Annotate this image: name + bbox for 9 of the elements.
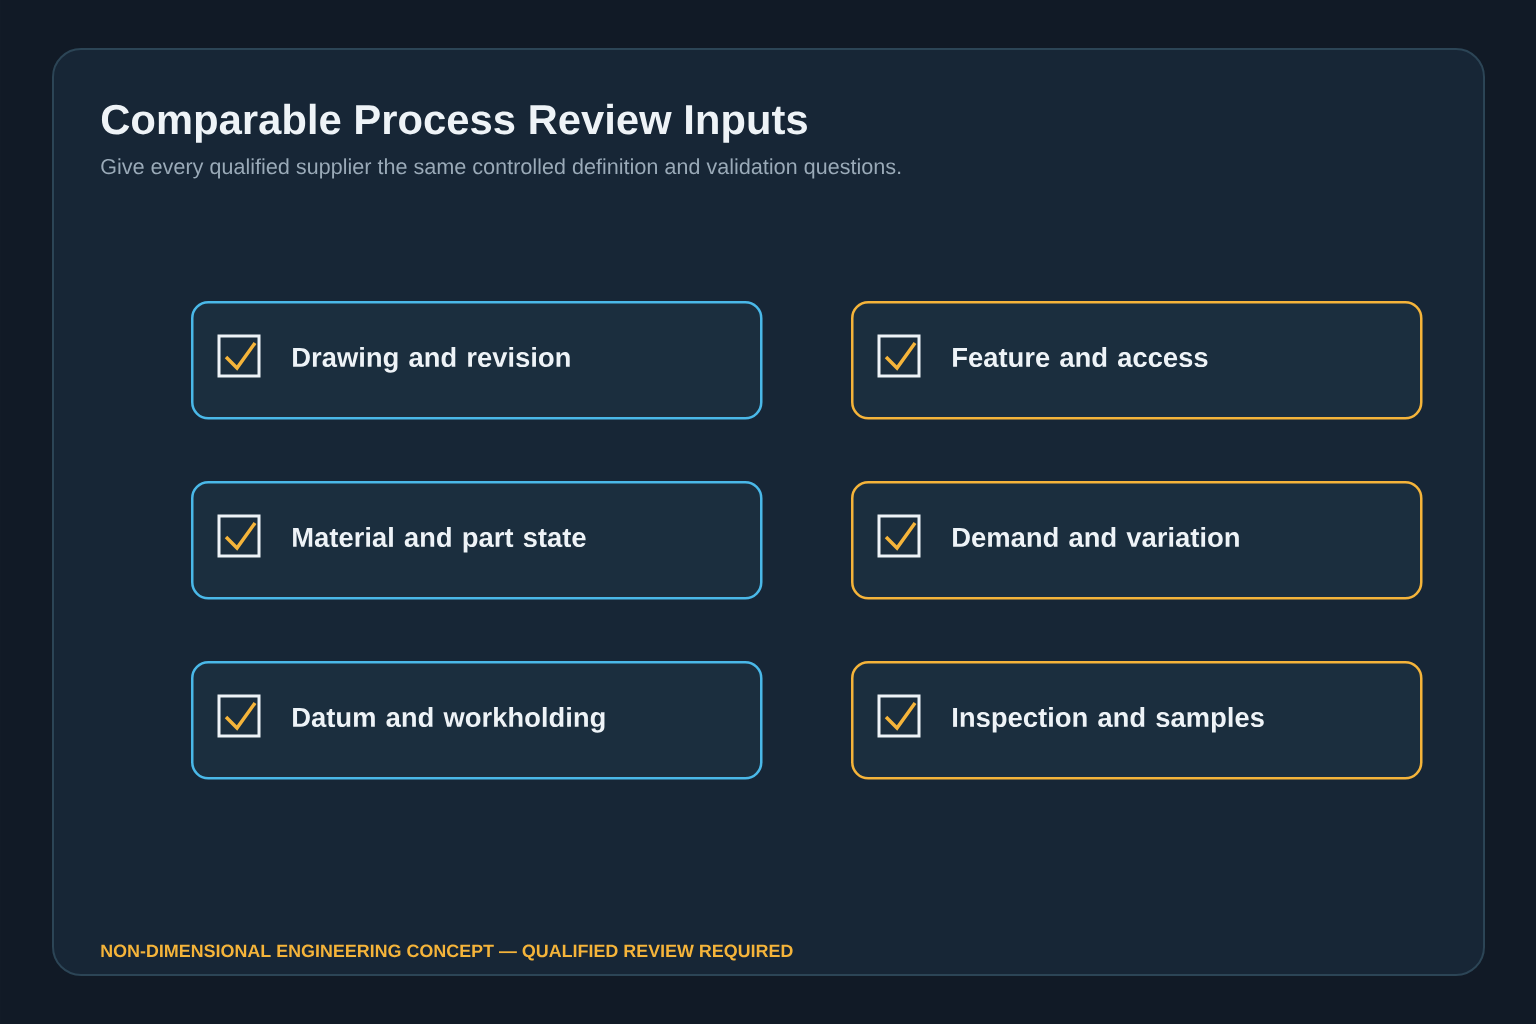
footer-note: NON-DIMENSIONAL ENGINEERING CONCEPT — QUALIFIED REVIEW REQUIRED <box>101 944 793 961</box>
item-box: Feature and access <box>851 301 1423 420</box>
item-box: Drawing and revision <box>191 301 763 420</box>
title: Comparable Process Review Inputs <box>101 103 807 143</box>
subtitle: Give every qualified supplier the same controlled definition and validation questions. <box>101 158 901 179</box>
item-box: Datum and workholding <box>191 661 763 780</box>
item-box: Material and part state <box>191 481 763 600</box>
item-box: Inspection and samples <box>851 661 1423 780</box>
item-box: Demand and variation <box>851 481 1423 600</box>
